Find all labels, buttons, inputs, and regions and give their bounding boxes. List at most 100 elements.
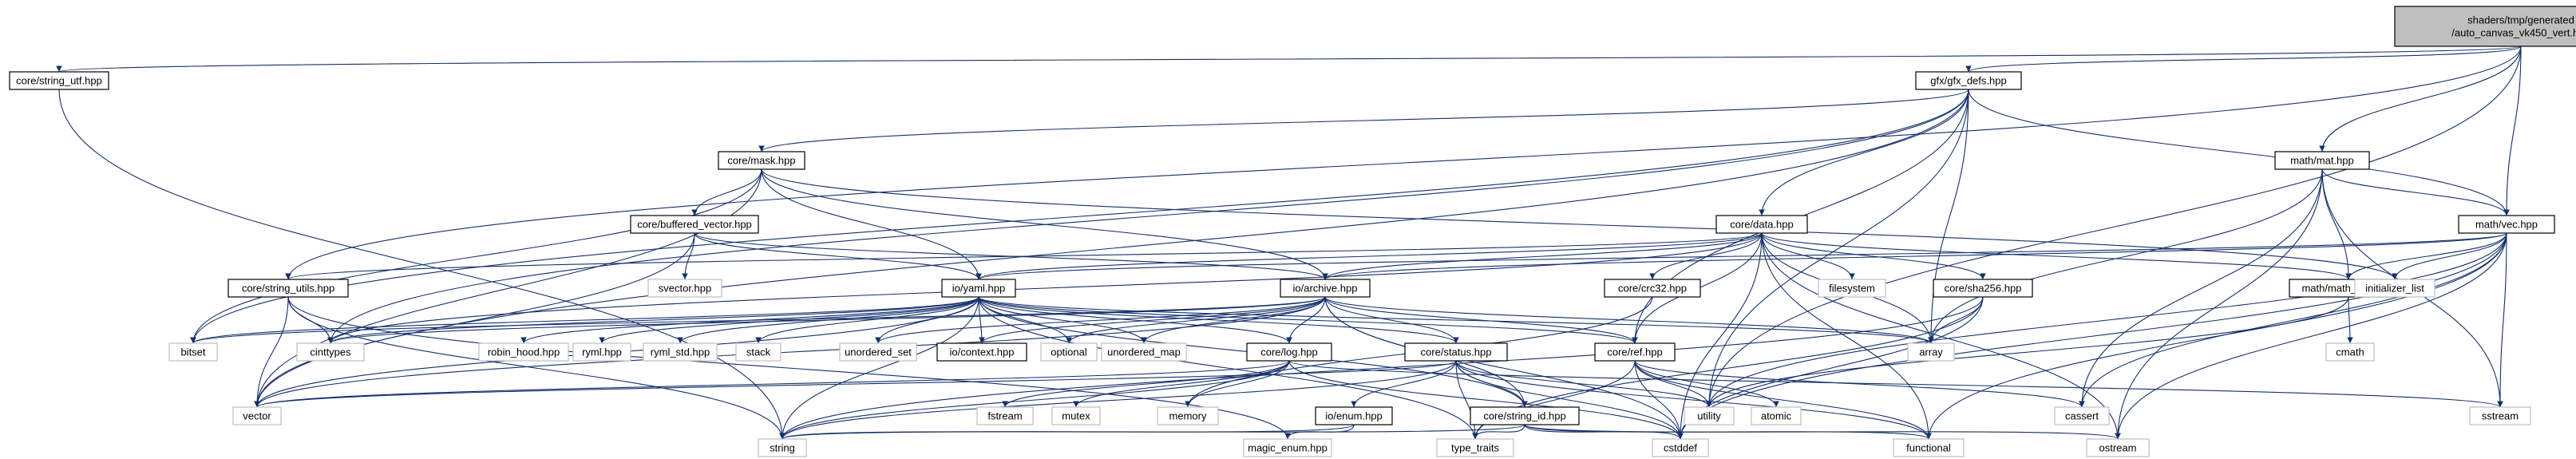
node-label-mask: core/mask.hpp <box>727 155 795 167</box>
node-fstream: fstream <box>976 406 1034 425</box>
edge-vec-to-ostream <box>2115 232 2507 440</box>
node-data[interactable]: core/data.hpp <box>1715 215 1808 234</box>
node-box-yaml <box>941 279 1016 298</box>
edge-string_id-to-type_traits <box>1472 424 1525 440</box>
edge-yaml-to-array <box>978 296 1934 344</box>
edge-status-to-cstddef <box>1455 360 1684 440</box>
edge-root-to-vec <box>2503 46 2522 216</box>
node-stack: stack <box>735 342 782 362</box>
node-utility: utility <box>1684 406 1735 425</box>
edge-archive-to-ref <box>1324 296 1638 344</box>
edge-string_id-to-string <box>779 424 1525 440</box>
node-label-sha256: core/sha256.hpp <box>1945 283 2022 295</box>
node-box-sha256 <box>1933 279 2033 298</box>
node-buffered_vector[interactable]: core/buffered_vector.hpp <box>630 215 759 234</box>
node-label-root-line1: shaders/tmp/generated <box>2467 14 2574 26</box>
edge-string_utils-to-vector <box>254 296 289 408</box>
node-label-context: io/context.hpp <box>950 346 1015 358</box>
node-box-type_traits <box>1436 438 1514 457</box>
node-label-data: core/data.hpp <box>1730 219 1794 231</box>
node-crc32[interactable]: core/crc32.hpp <box>1604 279 1701 298</box>
node-box-filesystem <box>1818 279 1886 298</box>
node-enum[interactable]: io/enum.hpp <box>1315 406 1393 425</box>
node-vec[interactable]: math/vec.hpp <box>2458 215 2555 234</box>
node-yaml[interactable]: io/yaml.hpp <box>941 279 1016 298</box>
edge-vec-to-math_utils <box>2345 232 2507 280</box>
node-box-buffered_vector <box>630 215 759 234</box>
edge-vec-to-utility <box>1706 232 2507 408</box>
node-box-gfx_defs <box>1915 71 2022 90</box>
edge-sha256-to-array <box>1928 296 1984 344</box>
node-ref[interactable]: core/ref.hpp <box>1594 342 1676 362</box>
edge-yaml-to-bitset <box>190 296 979 344</box>
edge-vec-to-initializer_list <box>2392 232 2507 280</box>
node-box-archive <box>1280 279 1371 298</box>
node-sha256[interactable]: core/sha256.hpp <box>1933 279 2033 298</box>
node-status[interactable]: core/status.hpp <box>1404 342 1508 362</box>
edge-gfx_defs-to-data <box>1759 89 1969 216</box>
node-label-log: core/log.hpp <box>1260 346 1318 358</box>
node-box-log <box>1246 342 1332 362</box>
node-box-mutex <box>1051 406 1101 425</box>
edge-root-to-gfx_defs <box>1965 46 2522 73</box>
node-label-buffered_vector: core/buffered_vector.hpp <box>637 219 752 231</box>
edge-mask-to-initializer_list <box>761 168 2398 280</box>
node-label-initializer_list: initializer_list <box>2365 283 2424 295</box>
edge-data-to-math_utils <box>1761 232 2352 280</box>
edge-string_utils-to-magic_enum <box>287 296 1291 440</box>
edge-gfx_defs-to-cinttypes <box>327 89 1969 344</box>
edge-vec-to-yaml <box>975 232 2507 280</box>
node-root[interactable]: shaders/tmp/generated/auto_canvas_vk450_… <box>2394 6 2576 47</box>
node-optional: optional <box>1040 342 1098 362</box>
node-label-memory: memory <box>1169 410 1207 422</box>
node-label-string_utf: core/string_utf.hpp <box>16 75 102 87</box>
edge-ref-to-functional <box>1634 360 1932 440</box>
node-label-crc32: core/crc32.hpp <box>1618 283 1687 295</box>
edge-status-to-type_traits <box>1455 360 1478 440</box>
node-label-enum: io/enum.hpp <box>1325 410 1383 422</box>
edge-log-to-mutex <box>1073 360 1290 408</box>
node-label-stack: stack <box>746 346 771 358</box>
node-box-enum <box>1315 406 1393 425</box>
node-archive[interactable]: io/archive.hpp <box>1280 279 1371 298</box>
node-mat[interactable]: math/mat.hpp <box>2274 151 2370 170</box>
edge-data-to-sha256 <box>1761 232 1986 280</box>
node-context[interactable]: io/context.hpp <box>936 342 1027 362</box>
edge-archive-to-vector <box>254 296 1326 408</box>
edge-root-to-utility <box>1706 46 2522 408</box>
node-label-string: string <box>770 442 795 454</box>
edge-status-to-utility <box>1455 360 1712 408</box>
edge-data-to-cstddef <box>1677 232 1763 440</box>
node-label-string_utils: core/string_utils.hpp <box>242 283 334 295</box>
edge-string_id-to-ostream <box>1524 424 2121 440</box>
edge-string_utils-to-string <box>287 296 785 440</box>
node-label-filesystem: filesystem <box>1829 283 1875 295</box>
node-label-unordered_map: unordered_map <box>1107 346 1181 358</box>
node-mask[interactable]: core/mask.hpp <box>718 151 805 170</box>
node-label-cassert: cassert <box>2065 410 2099 422</box>
edge-mat-to-cassert <box>2079 168 2323 408</box>
node-cmath: cmath <box>2325 342 2375 362</box>
edge-mat-to-vec <box>2321 168 2510 216</box>
edge-gfx_defs-to-mask <box>758 89 1969 152</box>
node-string_id[interactable]: core/string_id.hpp <box>1470 406 1580 425</box>
node-box-mat <box>2274 151 2370 170</box>
node-label-type_traits: type_traits <box>1451 442 1499 454</box>
node-string_utf[interactable]: core/string_utf.hpp <box>9 71 109 90</box>
edge-mat-to-array <box>1928 168 2323 344</box>
edge-yaml-to-stack <box>755 296 979 344</box>
node-box-string <box>758 438 807 457</box>
node-atomic: atomic <box>1751 406 1802 425</box>
node-box-ryml <box>572 342 631 362</box>
node-filesystem: filesystem <box>1818 279 1886 298</box>
node-label-ryml: ryml.hpp <box>582 346 622 358</box>
node-gfx_defs[interactable]: gfx/gfx_defs.hpp <box>1915 71 2022 90</box>
node-box-utility <box>1684 406 1735 425</box>
edge-mask-to-yaml <box>761 168 982 280</box>
node-string_utils[interactable]: core/string_utils.hpp <box>228 279 349 298</box>
edge-yaml-to-optional <box>978 296 1072 344</box>
node-array: array <box>1907 342 1955 362</box>
node-log[interactable]: core/log.hpp <box>1246 342 1332 362</box>
edge-archive-to-context <box>979 296 1326 344</box>
node-label-array: array <box>1919 346 1943 358</box>
